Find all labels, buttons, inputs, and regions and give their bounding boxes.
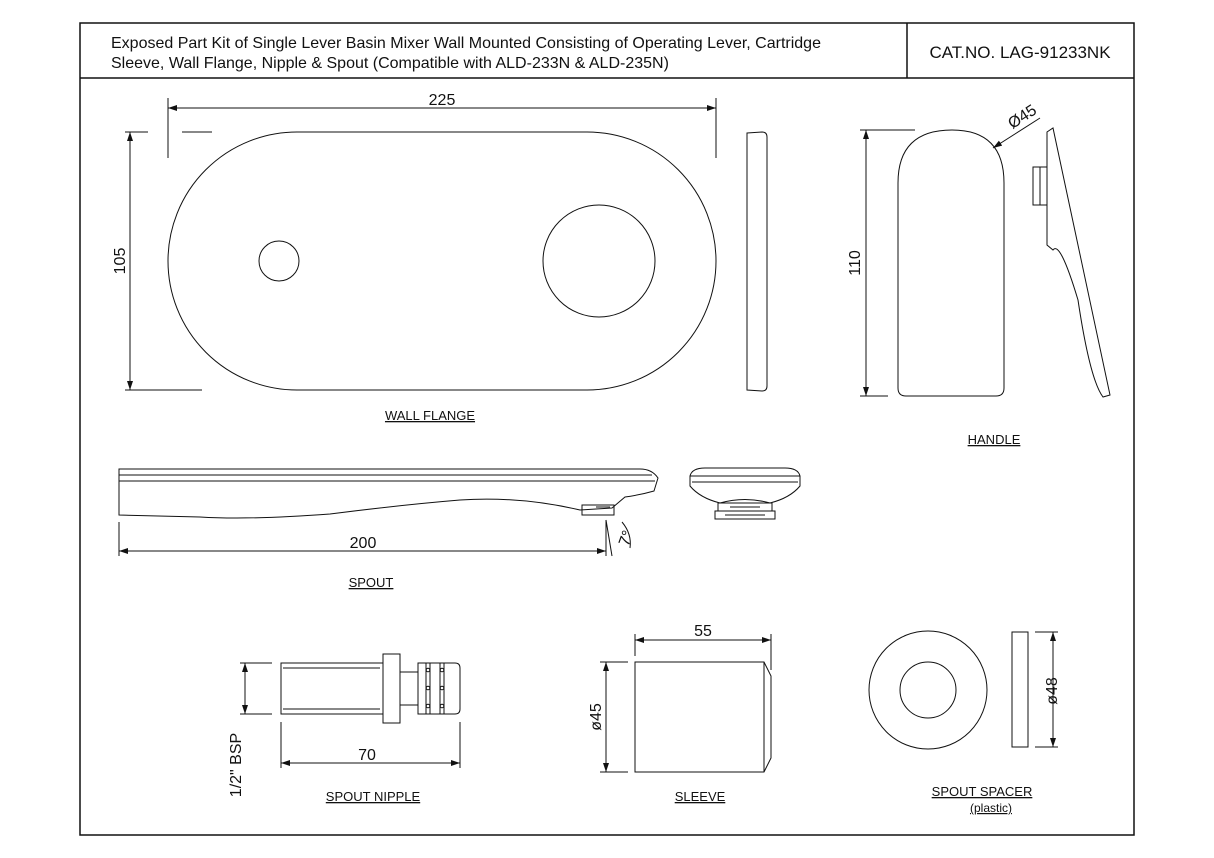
handle-diameter-dim: Ø45 [1005, 102, 1040, 133]
handle-label: HANDLE [968, 432, 1021, 447]
wall-flange-width-dim: 225 [429, 92, 456, 109]
spout-spacer-dimensions [1035, 631, 1058, 748]
spout-spacer-sublabel: (plastic) [970, 801, 1012, 815]
spout-label: SPOUT [349, 575, 394, 590]
handle-side-view [1032, 127, 1111, 398]
sleeve-length-dim: 55 [694, 623, 712, 640]
spout-side-view [118, 468, 659, 519]
spout-spacer-side-view [1011, 631, 1029, 748]
spout-nipple-thread-dim: 1/2" BSP [228, 733, 245, 797]
wall-flange-front-view [167, 131, 717, 391]
catalog-number: CAT.NO. LAG-91233NK [929, 43, 1111, 62]
title-description-line1: Exposed Part Kit of Single Lever Basin M… [111, 35, 821, 52]
wall-flange-label: WALL FLANGE [385, 408, 475, 423]
spout-angle-dim: 7° [616, 528, 637, 548]
spout-nipple-label: SPOUT NIPPLE [326, 789, 421, 804]
wall-flange-dimensions [125, 98, 717, 391]
handle-front-view [897, 129, 1005, 397]
sleeve-diameter-dim: ø45 [588, 703, 605, 731]
spout-nipple-drawing [280, 653, 461, 724]
spout-nipple-length-dim: 70 [358, 747, 376, 764]
handle-height-dim: 110 [847, 250, 864, 276]
sleeve-drawing [634, 661, 772, 773]
sleeve-dimensions [600, 634, 772, 773]
wall-flange-side-view [746, 131, 768, 392]
spout-dimensions [118, 519, 631, 557]
spout-end-view [689, 467, 801, 520]
wall-flange-height-dim: 105 [112, 248, 129, 275]
spout-spacer-front-view [868, 630, 988, 750]
spout-spacer-diameter-dim: ø48 [1044, 677, 1061, 705]
spout-length-dim: 200 [350, 535, 377, 552]
sleeve-label: SLEEVE [675, 789, 726, 804]
spout-nipple-dimensions [240, 662, 461, 768]
spout-spacer-label: SPOUT SPACER [932, 784, 1033, 799]
title-description-line2: Sleeve, Wall Flange, Nipple & Spout (Com… [111, 55, 669, 72]
handle-dimensions [860, 117, 1041, 397]
drawing-frame [79, 22, 1135, 836]
